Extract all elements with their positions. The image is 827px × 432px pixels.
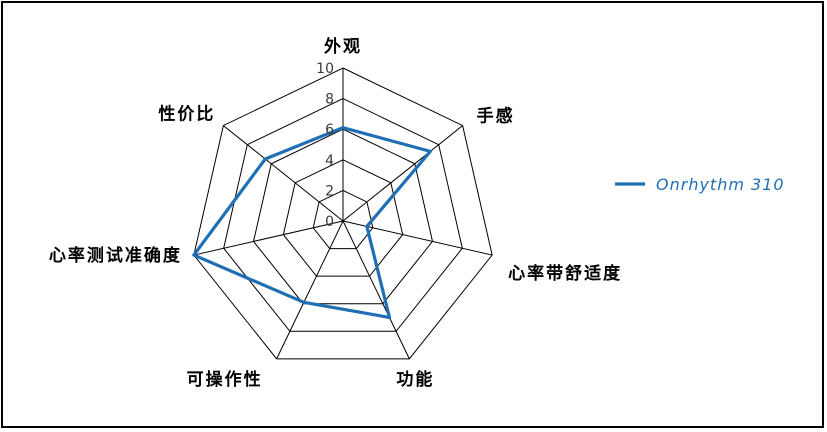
radial-tick-0: 0 bbox=[325, 214, 334, 230]
radar-grid-spokes bbox=[193, 68, 493, 360]
axis-label-2: 心率带舒适度 bbox=[508, 263, 622, 284]
axis-label-3: 功能 bbox=[396, 369, 434, 390]
radial-tick-8: 8 bbox=[325, 92, 334, 108]
axis-label-5: 心率测试准确度 bbox=[49, 245, 182, 266]
grid-ring-6 bbox=[252, 128, 434, 305]
grid-ring-4 bbox=[282, 159, 404, 277]
axis-spoke-1 bbox=[342, 125, 463, 222]
radar-tick-labels: 0 2 4 6 8 10 bbox=[316, 61, 334, 230]
axis-spoke-6 bbox=[223, 125, 344, 222]
chart-legend[interactable]: Onrhythm 310 bbox=[615, 175, 785, 194]
axis-spoke-3 bbox=[342, 220, 410, 360]
axis-label-1: 手感 bbox=[477, 106, 515, 127]
radar-series-group bbox=[192, 126, 432, 320]
legend-label-onrhythm-310: Onrhythm 310 bbox=[656, 175, 785, 194]
grid-ring-2 bbox=[312, 189, 374, 250]
radial-tick-10: 10 bbox=[316, 61, 334, 77]
radial-tick-4: 4 bbox=[325, 153, 334, 169]
series-polygon-0 bbox=[192, 126, 432, 320]
axis-label-4: 可操作性 bbox=[187, 369, 263, 390]
axis-spoke-4 bbox=[276, 220, 344, 360]
radial-tick-6: 6 bbox=[325, 122, 334, 138]
axis-label-6: 性价比 bbox=[158, 104, 215, 125]
grid-ring-8 bbox=[223, 98, 463, 332]
radar-grid-rings bbox=[193, 67, 493, 360]
grid-ring-10 bbox=[193, 67, 493, 360]
axis-label-0: 外观 bbox=[324, 36, 362, 57]
radial-tick-2: 2 bbox=[325, 183, 334, 199]
axis-spoke-5 bbox=[193, 220, 344, 256]
